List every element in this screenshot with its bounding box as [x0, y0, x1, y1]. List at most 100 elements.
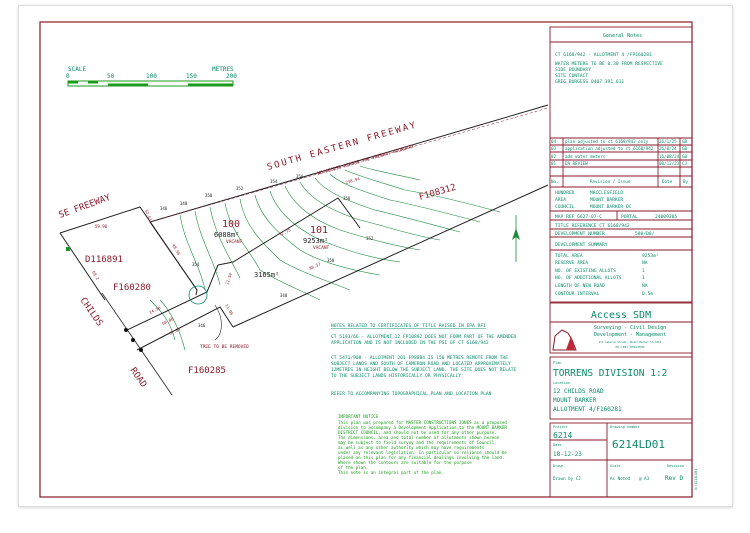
survey-mark-icon — [66, 247, 70, 251]
company-logo-icon — [552, 329, 577, 351]
scale-tick: 50 — [107, 73, 115, 80]
revision-value: Rev D — [665, 475, 683, 482]
portal-label: PORTAL — [621, 214, 638, 220]
company-services: Development - Management — [594, 332, 666, 338]
summary-label: NO. OF ADDITIONAL ALLOTS — [555, 275, 622, 281]
detail-value: MOUNT BARKER — [590, 197, 623, 203]
lot-area: 6088m² — [214, 231, 239, 239]
north-arrow-icon — [512, 215, 520, 262]
dimension-labels: 59.90 68.2 238.94 32.63 48.56 14.56 60.0… — [91, 176, 361, 336]
revision-table: 04 plan adjusted to ct 6168/942 only 26/… — [551, 139, 689, 184]
scale-tick: 150 — [186, 73, 197, 80]
dimension: 238.94 — [345, 176, 361, 185]
scale-value: As Noted — [610, 476, 631, 481]
map-ref: MAP REF 6627-07-C — [555, 214, 602, 220]
lot-status: VACANT — [226, 239, 243, 245]
company-phone: Ph:(08) 83913030 — [616, 345, 645, 349]
lot-area: 9253m² — [303, 237, 328, 245]
revision-label: Revision — [667, 464, 684, 468]
project-number: 6214 — [553, 431, 572, 440]
notice-line: may be subject to field survey and the r… — [338, 440, 495, 445]
general-notes: General Notes CT 6168/942 - ALLOTMENT 4 … — [555, 33, 663, 85]
note-line: REFER TO ACCOMPANYING TOPOGRAPHICAL PLAN… — [331, 391, 492, 397]
title-notes: NOTES RELATED TO CERTIFICATES OF TITLE R… — [331, 323, 517, 397]
notice-line: The dimensions, area and total number of… — [338, 435, 500, 440]
rev-issue: add water meters — [565, 154, 606, 159]
summary-title: DEVELOPMENT SUMMARY — [555, 242, 608, 248]
drawing-number: 6214LD01 — [612, 438, 665, 451]
title-block-lines — [40, 26, 693, 498]
summary-label: RESERVE AREA — [555, 260, 588, 266]
parcel-label: F160285 — [188, 366, 226, 376]
tree-leader — [214, 304, 222, 341]
summary-value: NA — [642, 260, 648, 266]
note-line: TO THE SUBJECT LANDS HISTORICALLY OR PHY… — [331, 373, 461, 379]
note-line: CT 5471/908 - ALLOTMENT 201 FP8884 IS 15… — [331, 355, 508, 361]
important-notice: IMPORTANT NOTICE This plan was prepared … — [338, 414, 507, 475]
company-address: 9th Cameron Street, Mount Barker SA 5251 — [599, 340, 662, 344]
contour-label: 346 — [198, 323, 206, 328]
note-line: 12METRES IN HEIGHT BELOW THE SUBJECT LAN… — [331, 367, 517, 373]
company-services: Surveying - Civil Design — [594, 325, 666, 331]
notice-line: DISTRICT COUNCIL, and should not be used… — [338, 430, 497, 435]
detail-value: MOUNT BARKER DC — [590, 204, 632, 210]
contour-label: 356 — [296, 174, 304, 179]
rev-by: GB — [682, 154, 688, 159]
notice-line: division to accompany a Development Appl… — [338, 425, 507, 430]
project-label: Project — [553, 425, 568, 429]
road-label-se-freeway: SE FREEWAY — [58, 193, 113, 221]
detail-label: COUNCIL — [555, 204, 575, 210]
rev-issue: application adjusted to ct 6168/942 — [565, 146, 654, 151]
notice-line: This note is an integral part of the pla… — [338, 470, 444, 475]
summary-label: CONTOUR INTERVAL — [555, 291, 599, 297]
parcel-label: D116891 — [85, 255, 123, 265]
detail-label: HUNDRED — [555, 190, 575, 196]
tree-note: TREE TO BE REMOVED — [200, 344, 249, 350]
drawn-label: Drawn — [553, 464, 564, 468]
company-name: Access SDM — [591, 310, 651, 321]
contour-labels: 346 348 350 352 354 356 358 350 352 348 … — [160, 174, 374, 328]
scale-label: SCALE — [68, 66, 86, 73]
note-line: APPLICATION AND IS NOT INCLUDED IN THE P… — [331, 340, 489, 346]
date-label: Date — [553, 443, 561, 447]
contour-label: 346 — [160, 206, 168, 211]
scale-tick: 100 — [146, 73, 157, 80]
lot-boundaries — [59, 104, 549, 396]
detail-label: AREA — [555, 197, 566, 203]
summary-label: NO. OF EXISTING ALLOTS — [555, 268, 616, 274]
summary-value: 1 — [642, 275, 645, 281]
scale-bar: SCALE METRES 0 50 100 150 200 — [66, 66, 237, 87]
sheet-size: @ A3 — [639, 476, 650, 481]
location-line: MOUNT BARKER — [553, 397, 597, 404]
drawn-by: Drawn by CJ — [553, 476, 581, 481]
dimension: 72.75 — [278, 227, 292, 237]
scale-units: METRES — [212, 66, 234, 73]
rev-date: 26/8/24 — [659, 146, 677, 151]
notice-line: placed on this plan for any financial de… — [338, 455, 504, 460]
summary-value: NA — [642, 283, 648, 289]
general-notes-title: General Notes — [603, 33, 642, 39]
parcel-label: F160280 — [113, 283, 151, 293]
road-label-road: ROAD — [128, 366, 149, 390]
rev-date: 08/12/23 — [659, 161, 680, 166]
notice-title: IMPORTANT NOTICE — [338, 414, 379, 419]
contour-label: 350 — [327, 258, 335, 263]
company-block: Access SDM Surveying - Civil Design Deve… — [552, 310, 666, 351]
summary-value: 9253m² — [642, 253, 659, 259]
rev-date: 16/08/24 — [659, 154, 680, 159]
location-line: 12 CHILDS ROAD — [553, 388, 604, 395]
detail-value: 580/D0/ — [635, 231, 655, 237]
lot-status: VACANT — [313, 245, 330, 251]
rev-date: 26/1/25 — [659, 139, 677, 144]
rev-by: GB — [682, 139, 688, 144]
rev-no: 01 — [551, 161, 557, 166]
rev-no: 04 — [551, 139, 557, 144]
contour-label: 352 — [236, 186, 244, 191]
rev-issue: plan adjusted to ct 6168/942 only — [565, 139, 649, 144]
site-details: HUNDRED MACCLESFIELD AREA MOUNT BARKER C… — [555, 190, 677, 297]
rev-by: GB — [682, 146, 688, 151]
detail-label: DEVELOPMENT NUMBER — [555, 231, 605, 237]
plan-title: TORRENS DIVISION 1:2 — [553, 368, 667, 379]
dimension: 57.01 — [168, 326, 182, 336]
